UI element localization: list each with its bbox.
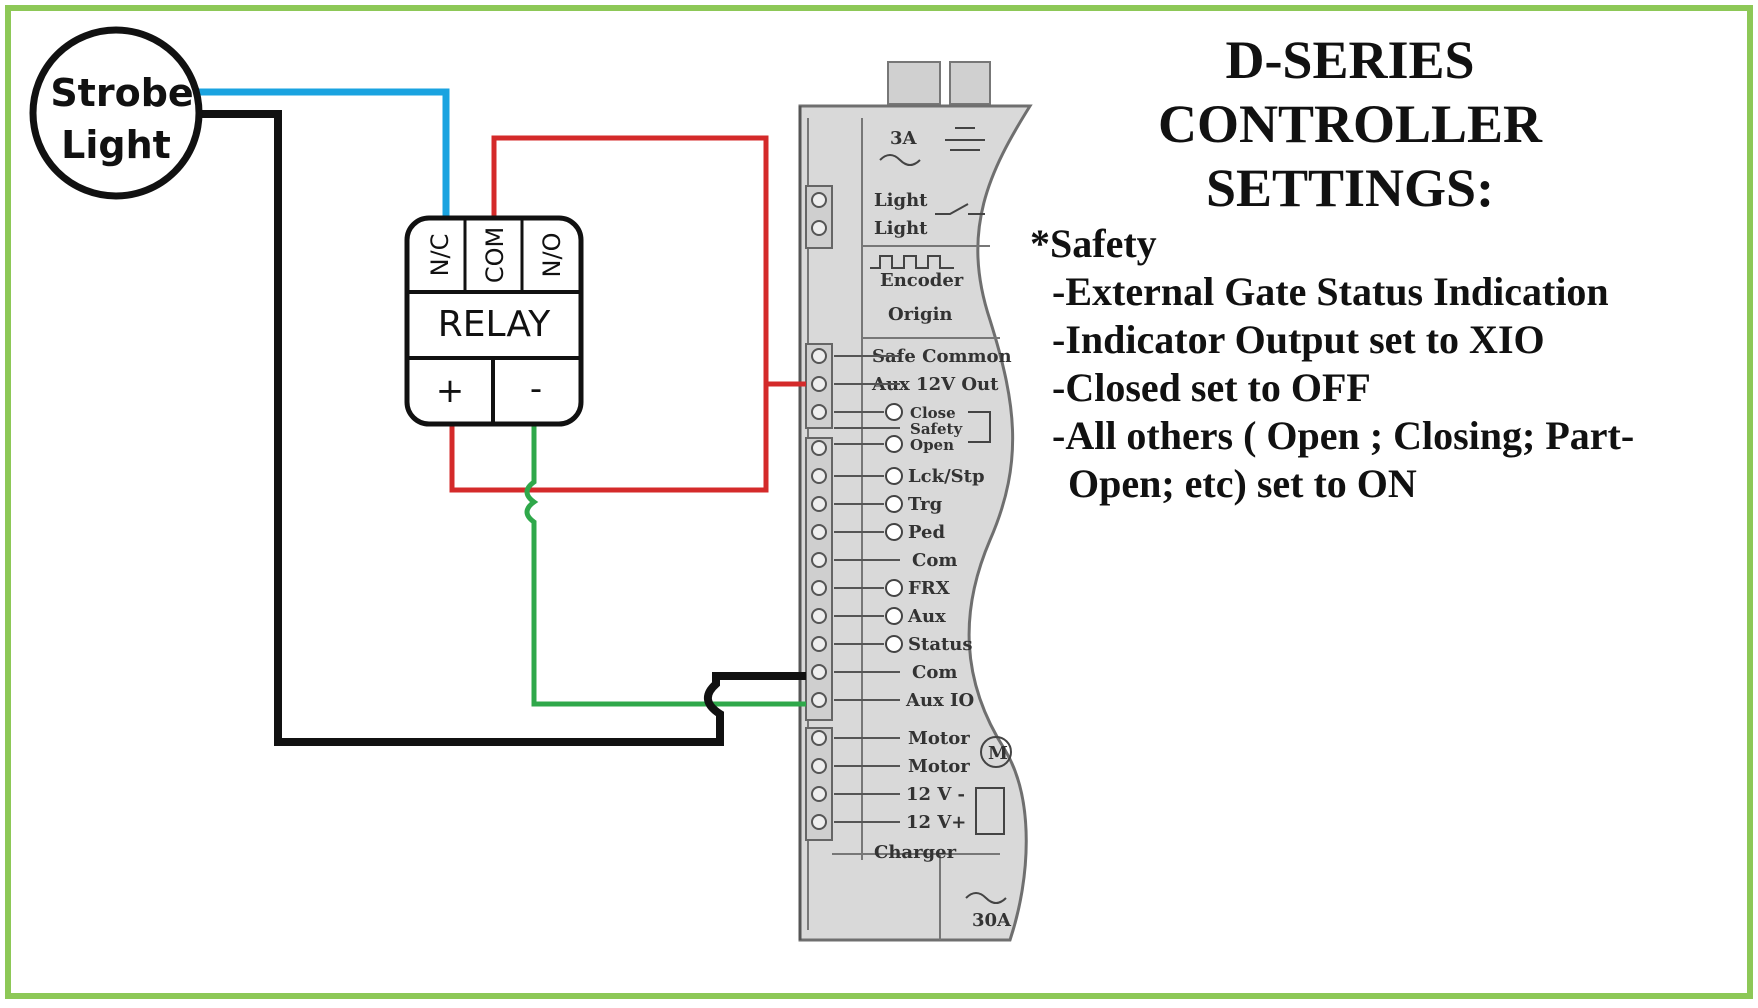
strobe-circle bbox=[29, 26, 203, 200]
terminal-label: Open bbox=[910, 436, 954, 454]
settings-title-line3: SETTINGS: bbox=[1205, 158, 1495, 218]
terminal-label: 12 V+ bbox=[906, 812, 966, 833]
terminal-screw bbox=[811, 608, 827, 624]
terminal-label: 12 V - bbox=[906, 784, 965, 805]
terminal-label: Motor bbox=[908, 756, 970, 777]
relay-pin-com: COM bbox=[481, 227, 509, 283]
terminal-label: Light bbox=[874, 218, 928, 239]
terminal-screw bbox=[811, 348, 827, 364]
relay-label: RELAY bbox=[438, 304, 551, 345]
terminal-label: Aux 12V Out bbox=[871, 374, 999, 395]
terminal-screw bbox=[811, 220, 827, 236]
terminal-screw bbox=[811, 692, 827, 708]
terminal-label: FRX bbox=[908, 578, 950, 599]
terminal-screw bbox=[811, 814, 827, 830]
terminal-led-icon bbox=[885, 607, 903, 625]
terminal-screw bbox=[811, 376, 827, 392]
terminal-label: Com bbox=[912, 550, 957, 571]
green-wire-minus bbox=[524, 422, 806, 707]
settings-title-line2: CONTROLLER bbox=[1157, 94, 1543, 154]
settings-item: -External Gate Status Indication bbox=[1052, 269, 1609, 314]
terminal-led-icon bbox=[885, 435, 903, 453]
terminal-screw bbox=[811, 524, 827, 540]
terminal-label: Safety bbox=[910, 420, 963, 438]
terminal-label: Trg bbox=[908, 494, 943, 515]
terminal-label: Status bbox=[908, 634, 973, 655]
fuse-30a-label: 30A bbox=[972, 910, 1012, 931]
terminal-screw bbox=[811, 468, 827, 484]
terminal-screw bbox=[811, 758, 827, 774]
switch-icon bbox=[935, 203, 985, 215]
terminal-screws bbox=[811, 192, 827, 830]
settings-item: Open; etc) set to ON bbox=[1068, 461, 1417, 506]
settings-panel: D-SERIES CONTROLLER SETTINGS: *Safety -E… bbox=[1030, 28, 1730, 508]
terminal-screw bbox=[811, 404, 827, 420]
wiring bbox=[198, 88, 806, 746]
strobe-label-line2: Light bbox=[61, 123, 171, 167]
relay-plus: + bbox=[436, 371, 465, 411]
settings-item: -Closed set to OFF bbox=[1052, 365, 1371, 410]
outer-border bbox=[5, 5, 1753, 999]
fuse-icon bbox=[879, 154, 921, 166]
relay-pin-nc: N/C bbox=[426, 234, 454, 277]
settings-item: -All others ( Open ; Closing; Part- bbox=[1052, 413, 1635, 458]
terminal-screw bbox=[811, 730, 827, 746]
terminal-screw bbox=[811, 552, 827, 568]
terminal-led-icon bbox=[885, 579, 903, 597]
strobe-light: Strobe Light bbox=[29, 26, 203, 200]
terminal-screw bbox=[811, 192, 827, 208]
terminal-label: Light bbox=[874, 190, 928, 211]
terminal-screw bbox=[811, 664, 827, 680]
terminal-screw bbox=[811, 580, 827, 596]
terminal-label: Charger bbox=[874, 842, 957, 863]
terminal-label: Origin bbox=[888, 304, 953, 325]
terminal-led-icon bbox=[885, 523, 903, 541]
terminal-led-icon bbox=[885, 635, 903, 653]
settings-item: -Indicator Output set to XIO bbox=[1052, 317, 1545, 362]
red-wire-com bbox=[491, 135, 806, 387]
motor-icon bbox=[980, 736, 1012, 768]
settings-item-safety: *Safety bbox=[1030, 221, 1157, 266]
terminal-label: Safe Common bbox=[872, 346, 1012, 367]
blue-wire-nc bbox=[198, 88, 450, 220]
terminal-led-icon bbox=[885, 495, 903, 513]
terminal-label: Ped bbox=[908, 522, 946, 543]
red-wire-plus bbox=[449, 384, 769, 493]
black-wire bbox=[198, 110, 806, 746]
terminal-label: Encoder bbox=[880, 270, 964, 291]
terminal-label: Motor bbox=[908, 728, 970, 749]
ground-icon bbox=[945, 127, 985, 151]
settings-title-line1: D-SERIES bbox=[1225, 30, 1475, 90]
terminal-label: Lck/Stp bbox=[908, 466, 985, 487]
relay-pin-no: N/O bbox=[538, 233, 566, 278]
relay: N/C COM N/O RELAY + - bbox=[404, 215, 584, 427]
terminal-label: Aux IO bbox=[905, 690, 974, 711]
terminal-led-icon bbox=[885, 467, 903, 485]
terminal-screw bbox=[811, 786, 827, 802]
terminal-label: Aux bbox=[907, 606, 946, 627]
terminal-screw bbox=[811, 496, 827, 512]
fuse-3a-label: 3A bbox=[890, 128, 918, 149]
strobe-label-line1: Strobe bbox=[50, 71, 193, 115]
terminal-label: Close bbox=[910, 404, 956, 422]
terminal-led-icon bbox=[885, 403, 903, 421]
controller-body bbox=[798, 104, 1033, 942]
terminal-screw bbox=[811, 440, 827, 456]
battery-icon bbox=[975, 787, 1005, 835]
svg-text:M: M bbox=[988, 743, 1008, 764]
encoder-waveform-icon bbox=[870, 255, 954, 269]
terminal-label: Com bbox=[912, 662, 957, 683]
terminal-screw bbox=[811, 636, 827, 652]
relay-minus: - bbox=[530, 369, 542, 409]
